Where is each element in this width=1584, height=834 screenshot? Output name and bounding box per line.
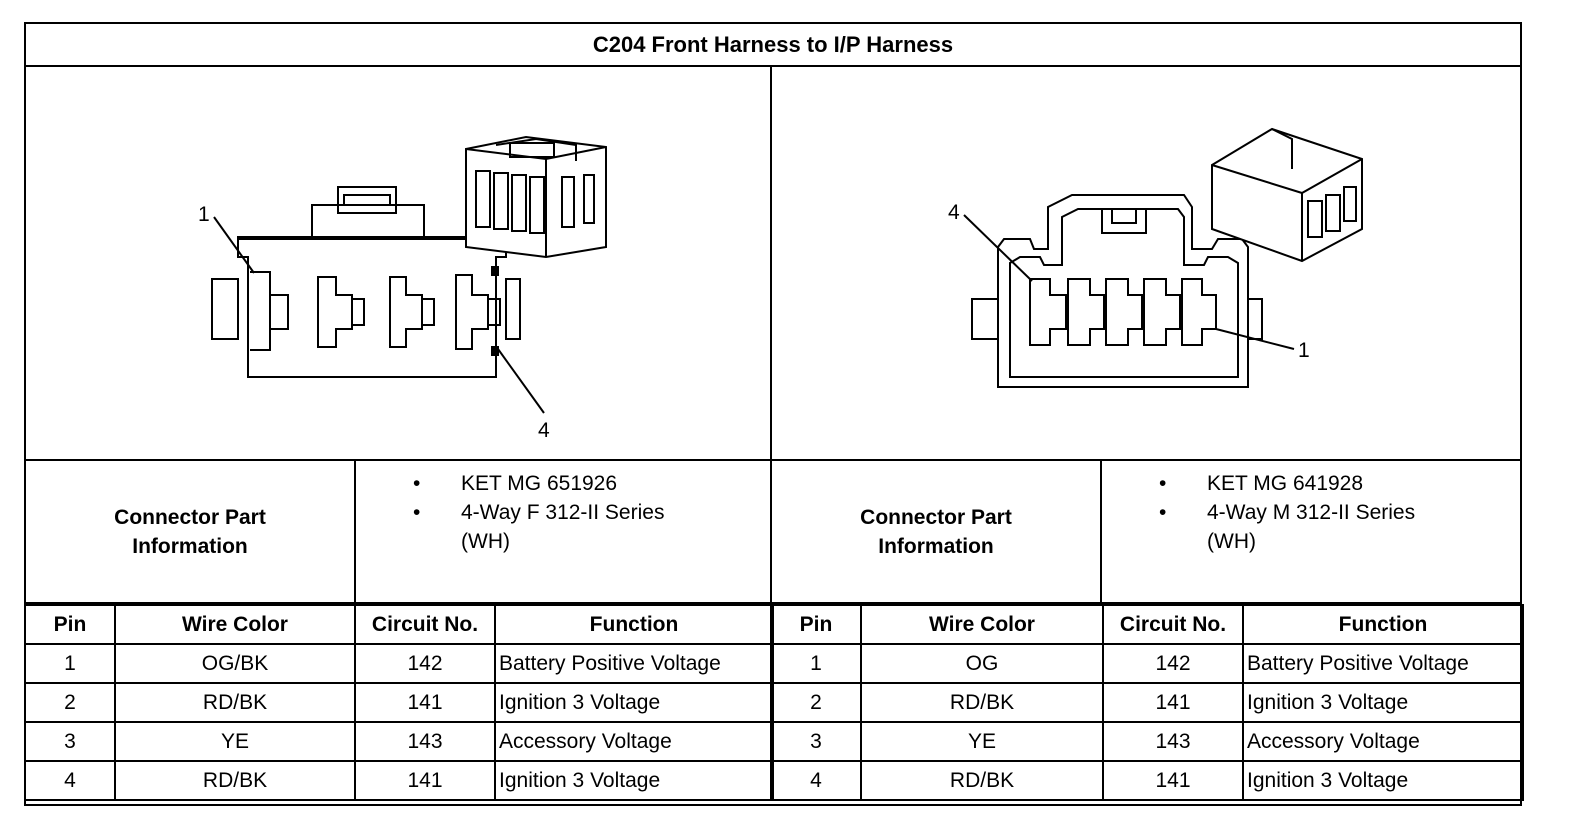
table-row: 4 RD/BK 141 Ignition 3 Voltage (770, 760, 1524, 801)
table-row: 1 OG/BK 142 Battery Positive Voltage (24, 643, 774, 684)
col-pin: Pin (24, 604, 116, 645)
connector-part-label-line2: Information (878, 534, 994, 558)
circuit-cell: 142 (354, 643, 496, 684)
right-pin-table: Pin Wire Color Circuit No. Function 1 OG… (770, 604, 1524, 801)
series: 4-Way F 312-II Series (461, 501, 665, 524)
wire-color-cell: YE (114, 721, 356, 762)
function-cell: Ignition 3 Voltage (1242, 760, 1524, 801)
color-code: (WH) (461, 530, 510, 553)
circuit-cell: 142 (1102, 643, 1244, 684)
connector-part-label-line1: Connector Part (114, 505, 266, 529)
function-cell: Ignition 3 Voltage (1242, 682, 1524, 723)
wire-color-cell: YE (860, 721, 1104, 762)
table-row: 3 YE 143 Accessory Voltage (770, 721, 1524, 762)
circuit-cell: 143 (354, 721, 496, 762)
left-connector-diagram: 1 4 (26, 67, 772, 459)
circuit-cell: 141 (354, 760, 496, 801)
connector-sheet: C204 Front Harness to I/P Harness (24, 22, 1524, 806)
part-number: KET MG 641928 (1207, 472, 1364, 495)
function-cell: Battery Positive Voltage (1242, 643, 1524, 684)
wire-color-cell: OG/BK (114, 643, 356, 684)
col-function: Function (1242, 604, 1524, 645)
table-row: 3 YE 143 Accessory Voltage (24, 721, 774, 762)
info-item: • KET MG 651926 (356, 469, 770, 498)
pin-1-callout: 1 (198, 203, 210, 226)
circuit-cell: 143 (1102, 721, 1244, 762)
col-pin: Pin (770, 604, 862, 645)
pin-cell: 4 (24, 760, 116, 801)
pin-cell: 3 (770, 721, 862, 762)
info-item: • 4-Way F 312-II Series (356, 498, 770, 527)
bullet-icon: • (413, 472, 421, 495)
circuit-cell: 141 (354, 682, 496, 723)
info-item: • KET MG 641928 (1102, 469, 1522, 498)
pin-cell: 1 (770, 643, 862, 684)
male-connector-drawing: 4 1 (948, 127, 1363, 388)
col-circuit: Circuit No. (354, 604, 496, 645)
right-connector-diagram: 4 1 (772, 67, 1522, 459)
col-function: Function (494, 604, 774, 645)
wire-color-cell: RD/BK (114, 682, 356, 723)
pin-4-callout: 4 (948, 201, 960, 224)
bullet-icon: • (1159, 501, 1167, 524)
bullet-icon: • (1159, 472, 1167, 495)
col-wire-color: Wire Color (114, 604, 356, 645)
function-cell: Accessory Voltage (494, 721, 774, 762)
right-connector-part-label: Connector Part Information (772, 459, 1102, 604)
col-wire-color: Wire Color (860, 604, 1104, 645)
table-header-row: Pin Wire Color Circuit No. Function (770, 604, 1524, 645)
table-row: 2 RD/BK 141 Ignition 3 Voltage (770, 682, 1524, 723)
pin-cell: 2 (24, 682, 116, 723)
bullet-icon: • (413, 501, 421, 524)
left-pin-table: Pin Wire Color Circuit No. Function 1 OG… (24, 604, 774, 801)
circuit-cell: 141 (1102, 682, 1244, 723)
right-connector-part-info: • KET MG 641928 • 4-Way M 312-II Series (W… (1102, 459, 1522, 604)
left-connector-part-info: • KET MG 651926 • 4-Way F 312-II Series (W… (356, 459, 772, 604)
part-number: KET MG 651926 (461, 472, 618, 495)
pin-cell: 1 (24, 643, 116, 684)
pin-cell: 2 (770, 682, 862, 723)
info-item: • 4-Way M 312-II Series (1102, 498, 1522, 527)
wire-color-cell: RD/BK (860, 682, 1104, 723)
connector-part-label-line1: Connector Part (860, 505, 1012, 529)
info-item: (WH) (356, 527, 770, 556)
circuit-cell: 141 (1102, 760, 1244, 801)
wire-color-cell: OG (860, 643, 1104, 684)
function-cell: Ignition 3 Voltage (494, 760, 774, 801)
page-title: C204 Front Harness to I/P Harness (26, 24, 1520, 67)
pin-1-callout: 1 (1298, 339, 1310, 362)
left-connector-part-label: Connector Part Information (26, 459, 356, 604)
info-item: (WH) (1102, 527, 1522, 556)
female-connector-drawing: 1 4 (198, 135, 607, 442)
table-header-row: Pin Wire Color Circuit No. Function (24, 604, 774, 645)
series: 4-Way M 312-II Series (1207, 501, 1416, 524)
wire-color-cell: RD/BK (860, 760, 1104, 801)
pin-cell: 3 (24, 721, 116, 762)
wire-color-cell: RD/BK (114, 760, 356, 801)
function-cell: Ignition 3 Voltage (494, 682, 774, 723)
table-row: 1 OG 142 Battery Positive Voltage (770, 643, 1524, 684)
pin-cell: 4 (770, 760, 862, 801)
function-cell: Accessory Voltage (1242, 721, 1524, 762)
function-cell: Battery Positive Voltage (494, 643, 774, 684)
table-row: 4 RD/BK 141 Ignition 3 Voltage (24, 760, 774, 801)
color-code: (WH) (1207, 530, 1256, 553)
table-row: 2 RD/BK 141 Ignition 3 Voltage (24, 682, 774, 723)
connector-part-label-line2: Information (132, 534, 248, 558)
pin-4-callout: 4 (538, 419, 550, 442)
col-circuit: Circuit No. (1102, 604, 1244, 645)
